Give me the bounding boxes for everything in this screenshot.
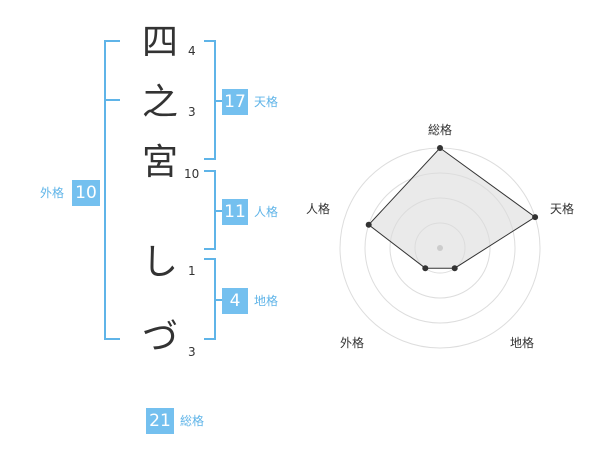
radar-axis-label-soukaku: 総格 [428, 123, 453, 137]
tenkaku-bracket-bottom [204, 158, 216, 160]
radar-axis-label-chikaku: 地格 [510, 336, 535, 350]
radar-point-1 [437, 145, 443, 151]
tenkaku-bracket-tick [214, 100, 222, 102]
chikaku-label: 地格 [254, 294, 279, 308]
radar-series-area [367, 147, 536, 269]
stroke-count-1: 4 [188, 44, 196, 58]
gaikaku-bracket-bottom [104, 338, 120, 340]
radar-point-4 [422, 265, 429, 272]
soukaku-badge: 21 [146, 408, 174, 434]
tenkaku-bracket-top [204, 40, 216, 42]
stroke-count-2: 3 [188, 105, 196, 119]
chikaku-bracket-top [204, 258, 216, 260]
radar-point-2 [532, 214, 539, 221]
gaikaku-bracket-mid [104, 99, 120, 101]
radar-center-point [437, 245, 443, 251]
gaikaku-label: 外格 [40, 186, 65, 200]
gaikaku-badge: 10 [72, 180, 100, 206]
jinkaku-bracket-top [204, 170, 216, 172]
jinkaku-bracket-bottom [204, 248, 216, 250]
tenkaku-badge: 17 [222, 89, 248, 115]
chikaku-bracket-bottom [204, 338, 216, 340]
radar-point-5 [365, 221, 372, 228]
stroke-count-3: 10 [184, 167, 200, 181]
name-char-4: し [141, 242, 178, 283]
radar-axis-label-gaikaku: 外格 [340, 336, 365, 350]
jinkaku-badge: 11 [222, 199, 248, 225]
radar-point-3 [451, 265, 458, 272]
tenkaku-label: 天格 [254, 95, 279, 109]
jinkaku-bracket-tick [214, 210, 222, 212]
radar-axis-label-jinkaku: 人格 [306, 202, 331, 216]
radar-axis-label-tenkaku: 天格 [550, 202, 575, 216]
name-char-2: 之 [141, 82, 178, 123]
chikaku-bracket-tick [214, 299, 222, 301]
jinkaku-label: 人格 [254, 205, 279, 219]
stroke-count-4: 1 [188, 264, 196, 278]
name-char-1: 四 [141, 22, 178, 63]
gaikaku-bracket-top [104, 40, 120, 42]
soukaku-label: 総格 [180, 414, 205, 428]
stroke-count-5: 3 [188, 345, 196, 359]
gaikaku-bracket-line [104, 40, 106, 340]
chikaku-badge: 4 [222, 288, 248, 314]
name-char-5: づ [141, 317, 178, 358]
name-char-3: 宮 [141, 142, 178, 183]
